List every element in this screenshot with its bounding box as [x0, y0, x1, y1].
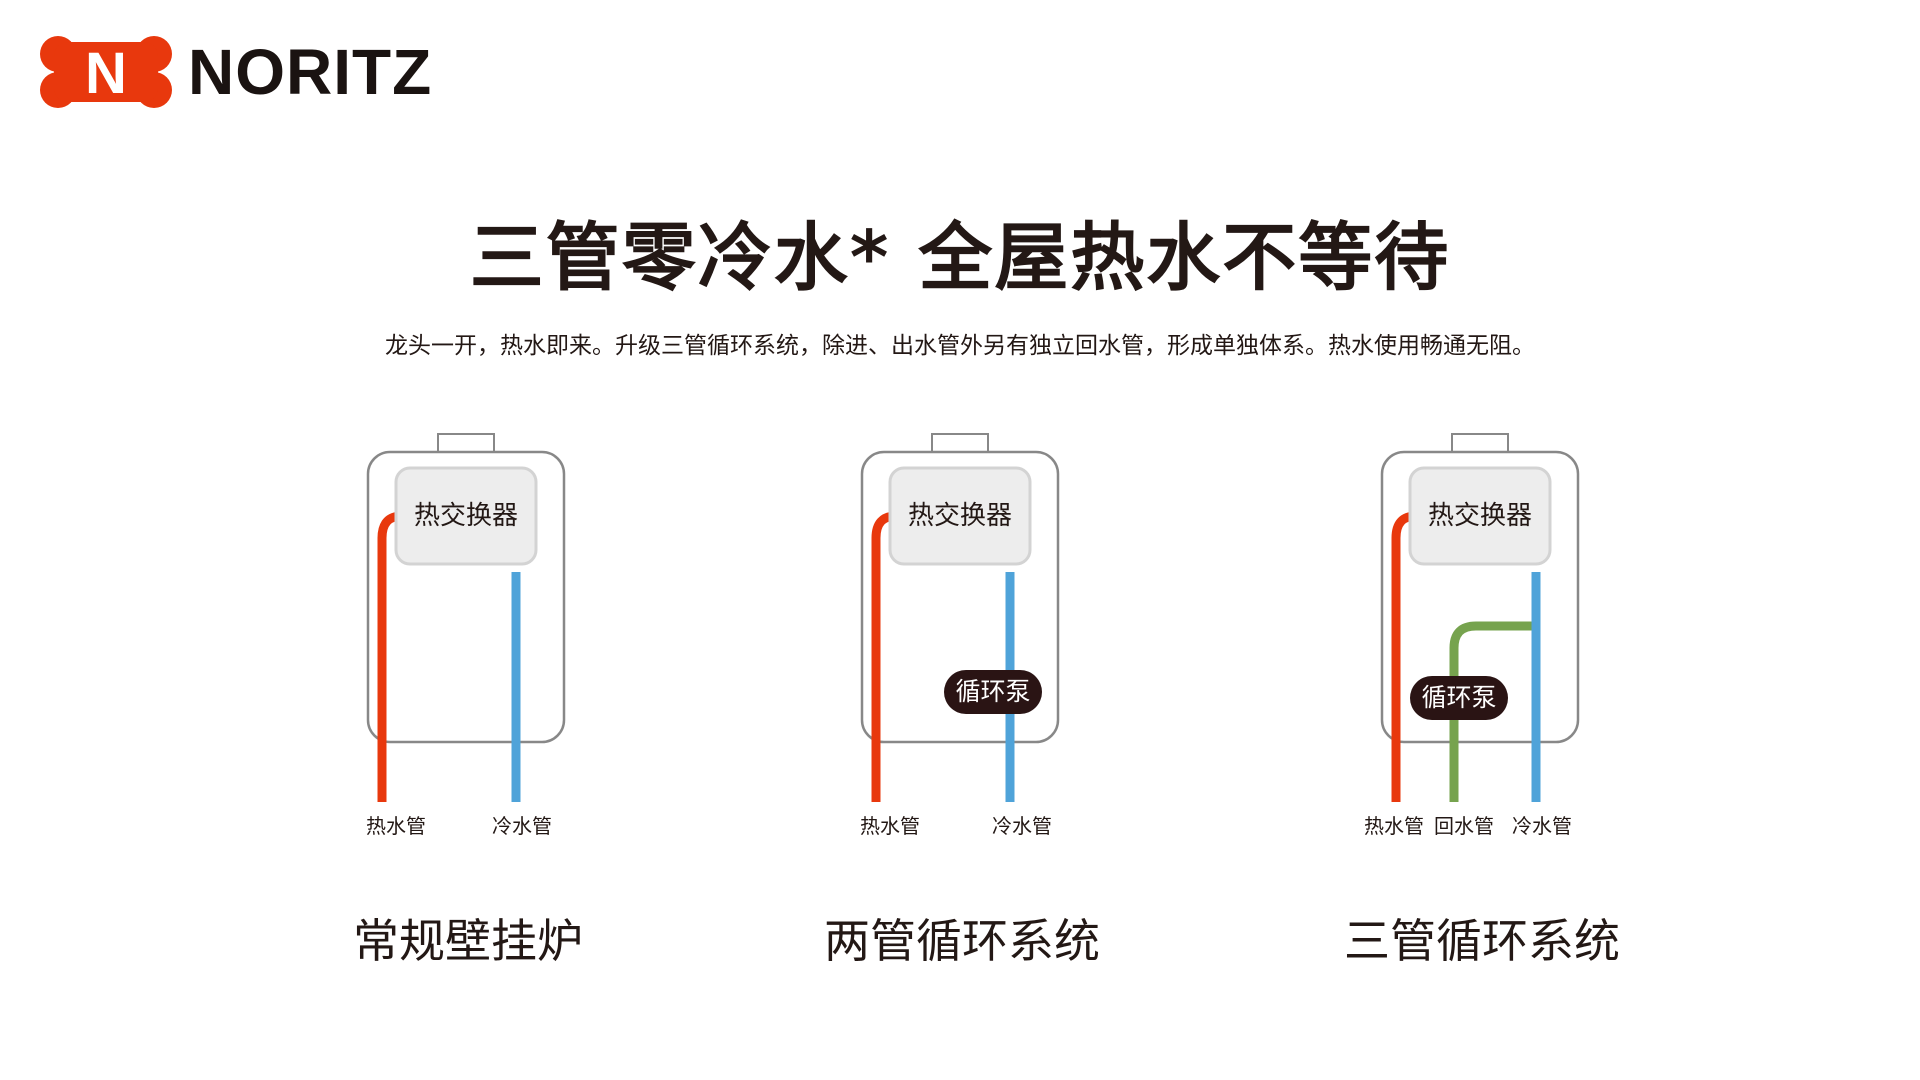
heat-exchanger-label: 热交换器	[907, 501, 1012, 531]
diagram-two-pipe-drawing	[860, 433, 1060, 802]
system-name-three-pipe: 三管循环系统	[1344, 914, 1620, 968]
cold-pipe-label: 冷水管	[492, 814, 552, 838]
circulation-pump	[944, 670, 1042, 714]
diagram-conventional: 热交换器 热水管 冷水管	[248, 420, 688, 850]
heat-exchanger	[1408, 466, 1552, 566]
return-pipe-label: 回水管	[1434, 814, 1494, 838]
diagram-conventional-drawing	[366, 433, 566, 802]
cold-pipe-label: 冷水管	[1512, 814, 1572, 838]
cold-pipe-label: 冷水管	[992, 814, 1052, 838]
pump-label: 循环泵	[1421, 683, 1497, 712]
noritz-logo-mark: N	[40, 36, 172, 108]
heat-exchanger	[394, 466, 538, 566]
heat-exchanger-label: 热交换器	[1427, 501, 1532, 531]
brand-name: NORITZ	[188, 36, 433, 108]
heat-exchanger-label: 热交换器	[413, 501, 518, 531]
system-name-two-pipe: 两管循环系统	[824, 914, 1100, 968]
hot-pipe-label: 热水管	[860, 814, 920, 838]
heat-exchanger	[888, 466, 1032, 566]
hot-pipe-label: 热水管	[1364, 814, 1424, 838]
circulation-pump	[1410, 676, 1508, 720]
hot-pipe-label: 热水管	[366, 814, 426, 838]
page-title: 三管零冷水* 全屋热水不等待	[469, 215, 1451, 301]
diagram-three-pipe-drawing	[1380, 433, 1580, 802]
diagram-three-pipe: 热交换器 循环泵 热水管 回水管 冷水管	[1262, 420, 1702, 850]
return-pipe	[1449, 621, 1534, 802]
pump-label: 循环泵	[955, 677, 1031, 706]
page-subtitle: 龙头一开，热水即来。升级三管循环系统，除进、出水管外另有独立回水管，形成单独体系…	[385, 333, 1535, 359]
diagram-two-pipe: 热交换器 循环泵 热水管 冷水管	[742, 420, 1182, 850]
svg-text:N: N	[85, 41, 127, 106]
noritz-logo[interactable]: N NORITZ	[40, 36, 431, 108]
system-name-conventional: 常规壁挂炉	[353, 914, 583, 968]
